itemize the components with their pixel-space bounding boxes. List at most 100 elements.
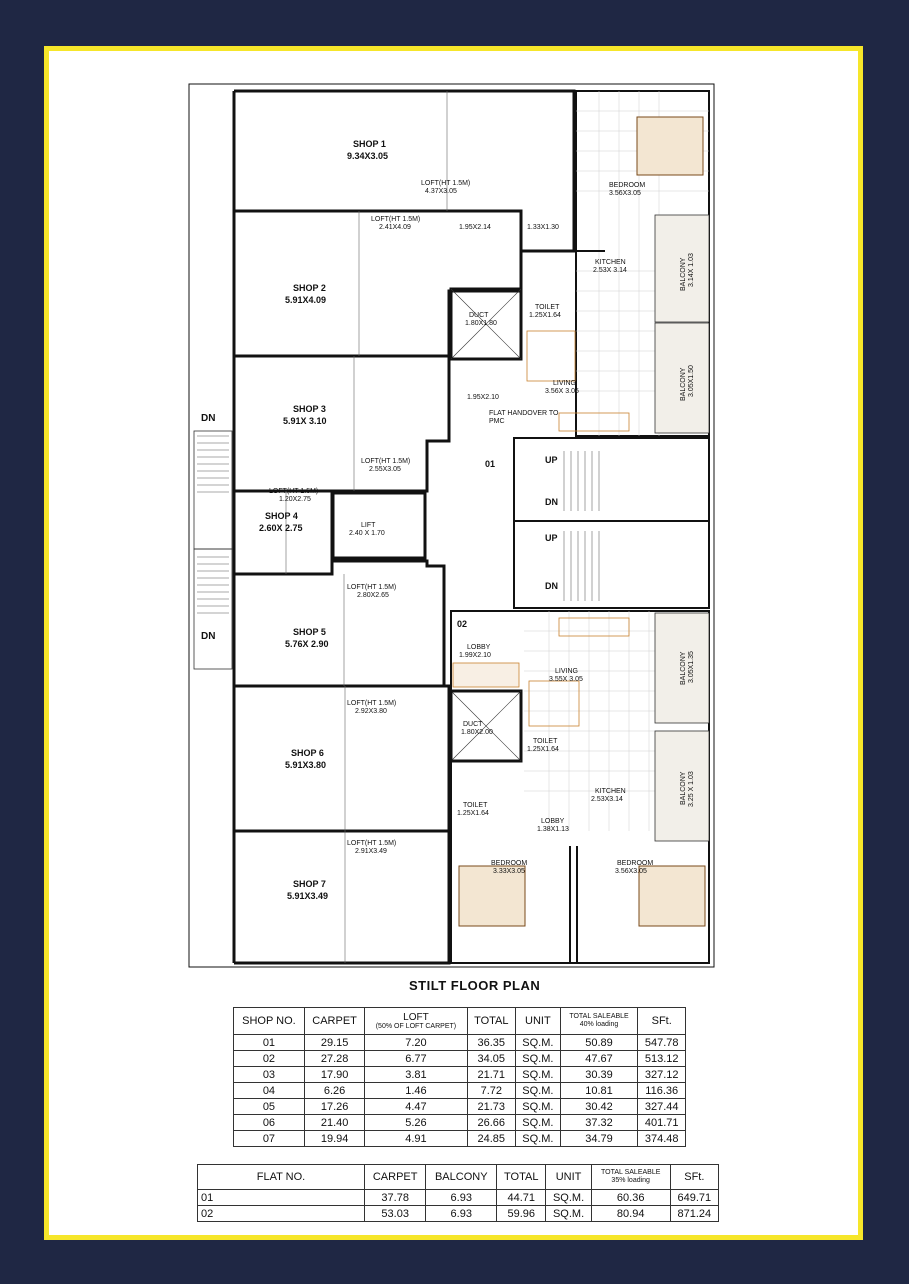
lift-shaft <box>331 491 427 560</box>
dim-label-1: 1.95X2.14 <box>459 224 491 231</box>
table-cell: 30.39 <box>559 1066 639 1083</box>
table-cell: 24.85 <box>466 1130 517 1147</box>
loft-lines <box>285 91 448 963</box>
col-flat-sft: SFt. <box>669 1164 720 1190</box>
col-total: TOTAL <box>466 1007 517 1035</box>
flat-table-header: FLAT NO. CARPET BALCONY TOTAL UNIT TOTAL… <box>197 1164 720 1190</box>
duct-2-label: DUCT <box>463 721 483 728</box>
table-cell: 3.81 <box>364 1066 468 1083</box>
table-cell: 374.48 <box>637 1130 686 1147</box>
f2-balcony-1: BALCONY <box>680 651 687 685</box>
bed-3 <box>638 865 706 927</box>
table-cell: 27.28 <box>303 1050 366 1067</box>
flat-1-number: 01 <box>485 459 495 469</box>
table-cell: 30.42 <box>559 1098 639 1115</box>
col-shop-no: SHOP NO. <box>233 1007 305 1035</box>
central-staircase <box>513 437 710 609</box>
duct-1-label: DUCT <box>469 312 489 319</box>
table-cell: SQ.M. <box>545 1205 592 1222</box>
shop-area-table: SHOP NO. CARPET LOFT(50% OF LOFT CARPET)… <box>233 1007 686 1147</box>
table-cell: 6.93 <box>425 1189 498 1206</box>
col-flat-unit: UNIT <box>545 1164 592 1190</box>
shop-2-size: 5.91X4.09 <box>285 295 326 305</box>
f2-lobby-1: LOBBY <box>467 644 491 651</box>
col-saleable-title: TOTAL SALEABLE <box>569 1013 629 1020</box>
loft-3-size: 2.55X3.05 <box>369 466 401 473</box>
f1-balcony-1: BALCONY <box>680 257 687 291</box>
shop-3-size: 5.91X 3.10 <box>283 416 327 426</box>
table-cell: 19.94 <box>303 1130 366 1147</box>
table-cell: 60.36 <box>590 1189 671 1206</box>
f1-living-size: 3.56X 3.05 <box>545 388 579 395</box>
shop-1-size: 9.34X3.05 <box>347 151 388 161</box>
table-cell: SQ.M. <box>515 1082 561 1099</box>
yellow-frame: DN DN <box>44 46 863 1240</box>
dim-label-3: 1.95X2.10 <box>467 394 499 401</box>
drawing-sheet: DN DN <box>49 51 858 1235</box>
f1-balcony-1-size: 3.14X 1.03 <box>688 253 695 287</box>
col-loft-sub: (50% OF LOFT CARPET) <box>375 1022 457 1030</box>
table-cell: 6.26 <box>303 1082 366 1099</box>
table-cell: 37.78 <box>363 1189 427 1206</box>
f2-lobby-2-size: 1.38X1.13 <box>537 826 569 833</box>
flat-1-room-labels: BEDROOM 3.56X3.05 KITCHEN 2.53X 3.14 BAL… <box>529 182 695 401</box>
f2-bedroom-1: BEDROOM <box>491 860 527 867</box>
table-cell: 6.93 <box>425 1205 498 1222</box>
table-cell: 06 <box>233 1114 305 1131</box>
col-loft: LOFT(50% OF LOFT CARPET) <box>364 1007 468 1035</box>
flat-area-table: FLAT NO. CARPET BALCONY TOTAL UNIT TOTAL… <box>197 1164 720 1222</box>
table-cell: 649.71 <box>669 1189 720 1206</box>
bed-2 <box>458 865 526 927</box>
loft-1-label: LOFT(HT 1.5M) <box>421 180 470 187</box>
f1-balcony-2-size: 3.05X1.50 <box>688 365 695 397</box>
stair-dn-2: DN <box>545 581 558 591</box>
f2-bedroom-2-size: 3.56X3.05 <box>615 868 647 875</box>
table-cell: 44.71 <box>496 1189 547 1206</box>
loft-4-label: LOFT(HT 1.5M) <box>269 488 318 495</box>
col-sft: SFt. <box>637 1007 686 1035</box>
col-flat-total: TOTAL <box>496 1164 547 1190</box>
table-cell: 17.90 <box>303 1066 366 1083</box>
col-unit: UNIT <box>515 1007 561 1035</box>
f2-toilet-1: TOILET <box>533 738 558 745</box>
misc-labels: 1.95X2.14 1.33X1.30 1.95X2.10 DUCT 1.80X… <box>349 224 559 736</box>
table-cell: 513.12 <box>637 1050 686 1067</box>
table-cell: 34.79 <box>559 1130 639 1147</box>
table-cell: 21.40 <box>303 1114 366 1131</box>
table-cell: 26.66 <box>466 1114 517 1131</box>
loft-1-size: 4.37X3.05 <box>425 188 457 195</box>
duct-2 <box>449 689 523 763</box>
shop-6-size: 5.91X3.80 <box>285 760 326 770</box>
table-cell: 547.78 <box>637 1034 686 1051</box>
f1-toilet-size: 1.25X1.64 <box>529 312 561 319</box>
plan-title: STILT FLOOR PLAN <box>409 978 541 993</box>
flat-1 <box>526 90 710 437</box>
handover-label: FLAT HANDOVER TO <box>489 410 559 417</box>
table-cell: 03 <box>233 1066 305 1083</box>
shop-7-name: SHOP 7 <box>293 879 326 889</box>
table-cell: 10.81 <box>559 1082 639 1099</box>
table-cell: 50.89 <box>559 1034 639 1051</box>
f1-kitchen-size: 2.53X 3.14 <box>593 267 627 274</box>
table-cell: SQ.M. <box>545 1189 592 1206</box>
col-flat-carpet: CARPET <box>363 1164 427 1190</box>
f2-toilet-1-size: 1.25X1.64 <box>527 746 559 753</box>
loft-2-label: LOFT(HT 1.5M) <box>371 216 420 223</box>
f2-lobby-1-size: 1.99X2.10 <box>459 652 491 659</box>
shop-5-size: 5.76X 2.90 <box>285 639 329 649</box>
f1-living: LIVING <box>553 380 576 387</box>
stair-up-1: UP <box>545 455 558 465</box>
loft-5-size: 2.80X2.65 <box>357 592 389 599</box>
table-cell: 4.91 <box>364 1130 468 1147</box>
col-flat-balcony: BALCONY <box>425 1164 498 1190</box>
loft-7-label: LOFT(HT 1.5M) <box>347 840 396 847</box>
table-cell: 47.67 <box>559 1050 639 1067</box>
table-cell: 871.24 <box>669 1205 720 1222</box>
